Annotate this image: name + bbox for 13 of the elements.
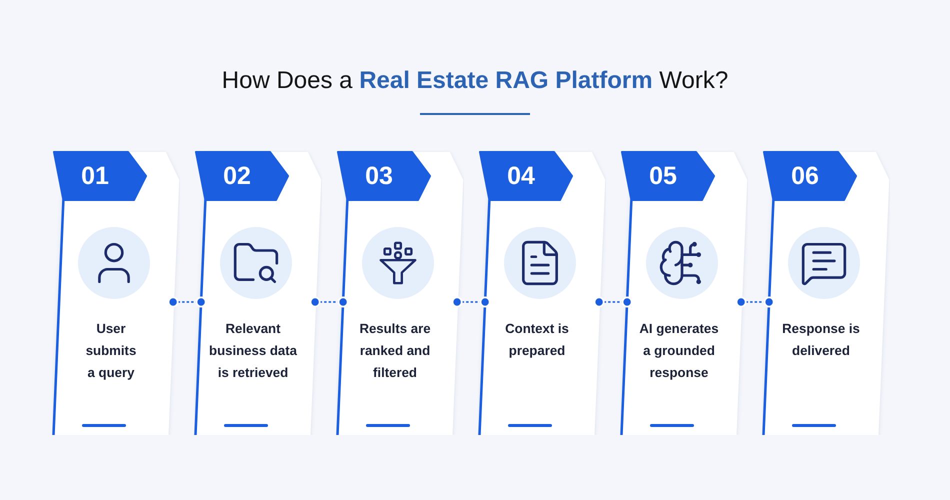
step-number: 05	[649, 162, 677, 190]
step-description: User submits a query	[84, 320, 138, 382]
step-description: Response is delivered	[781, 320, 861, 360]
step-number: 04	[507, 162, 535, 190]
step-number: 06	[791, 162, 819, 190]
step-description: Context is prepared	[504, 320, 570, 360]
step-number: 03	[365, 162, 393, 190]
step-description: Results are ranked and filtered	[358, 320, 432, 382]
step-description: AI generates a grounded response	[638, 320, 720, 382]
title: How Does a Real Estate RAG Platform Work?	[222, 66, 728, 96]
step-description: Relevant business data is retrieved	[208, 320, 298, 382]
step-number: 01	[81, 162, 109, 190]
step-number: 02	[223, 162, 251, 190]
